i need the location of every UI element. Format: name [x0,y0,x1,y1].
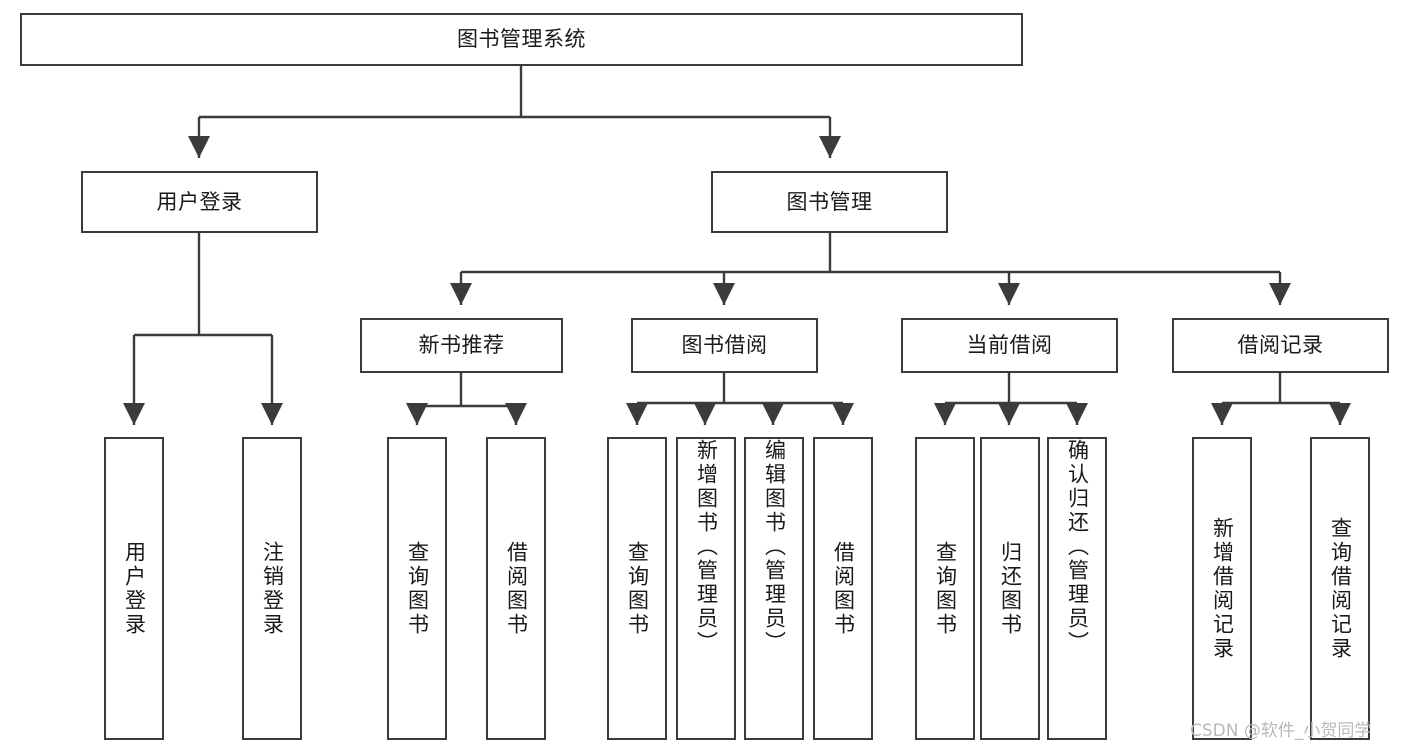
node-leaf-user-login-label: 用户登录 [122,540,147,637]
node-leaf-user-login[interactable]: 用户登录 [104,437,164,740]
node-leaf-borrow-book-2-label: 借阅图书 [831,540,856,637]
node-book-borrow[interactable]: 图书借阅 [631,318,818,373]
node-leaf-edit-book[interactable]: 编辑图书（管理员） [744,437,804,740]
node-leaf-user-logout[interactable]: 注销登录 [242,437,302,740]
node-leaf-query-book-1[interactable]: 查询图书 [387,437,447,740]
node-leaf-add-record-label: 新增借阅记录 [1210,516,1235,661]
node-leaf-borrow-book-2[interactable]: 借阅图书 [813,437,873,740]
node-leaf-query-book-3-label: 查询图书 [933,540,958,637]
node-leaf-borrow-book-1-label: 借阅图书 [504,540,529,637]
node-leaf-add-record[interactable]: 新增借阅记录 [1192,437,1252,740]
node-leaf-add-book[interactable]: 新增图书（管理员） [676,437,736,740]
node-leaf-return-book-label: 归还图书 [998,540,1023,637]
node-book-management[interactable]: 图书管理 [711,171,948,233]
node-new-book-recommend[interactable]: 新书推荐 [360,318,563,373]
node-leaf-query-record[interactable]: 查询借阅记录 [1310,437,1370,740]
node-leaf-query-book-2-label: 查询图书 [625,540,650,637]
node-current-borrow-label: 当前借阅 [966,333,1053,358]
node-leaf-query-record-label: 查询借阅记录 [1328,516,1353,661]
node-leaf-borrow-book-1[interactable]: 借阅图书 [486,437,546,740]
node-leaf-confirm-return[interactable]: 确认归还（管理员） [1047,437,1107,740]
node-root-label: 图书管理系统 [457,27,586,52]
node-leaf-add-book-label: 新增图书（管理员） [694,439,719,655]
node-leaf-edit-book-label: 编辑图书（管理员） [762,439,787,655]
node-leaf-query-book-1-label: 查询图书 [405,540,430,637]
node-borrow-record[interactable]: 借阅记录 [1172,318,1389,373]
node-borrow-record-label: 借阅记录 [1237,333,1324,358]
node-leaf-confirm-return-label: 确认归还（管理员） [1065,439,1090,655]
node-root[interactable]: 图书管理系统 [20,13,1023,66]
node-leaf-query-book-3[interactable]: 查询图书 [915,437,975,740]
node-leaf-query-book-2[interactable]: 查询图书 [607,437,667,740]
node-leaf-user-logout-label: 注销登录 [260,540,285,637]
node-book-management-label: 图书管理 [786,189,873,214]
node-leaf-return-book[interactable]: 归还图书 [980,437,1040,740]
node-book-borrow-label: 图书借阅 [681,333,768,358]
node-new-book-recommend-label: 新书推荐 [418,333,505,358]
node-user-login-label: 用户登录 [156,189,243,214]
watermark-text: CSDN @软件_小贺同学 [1190,721,1372,741]
node-current-borrow[interactable]: 当前借阅 [901,318,1118,373]
node-user-login[interactable]: 用户登录 [81,171,318,233]
